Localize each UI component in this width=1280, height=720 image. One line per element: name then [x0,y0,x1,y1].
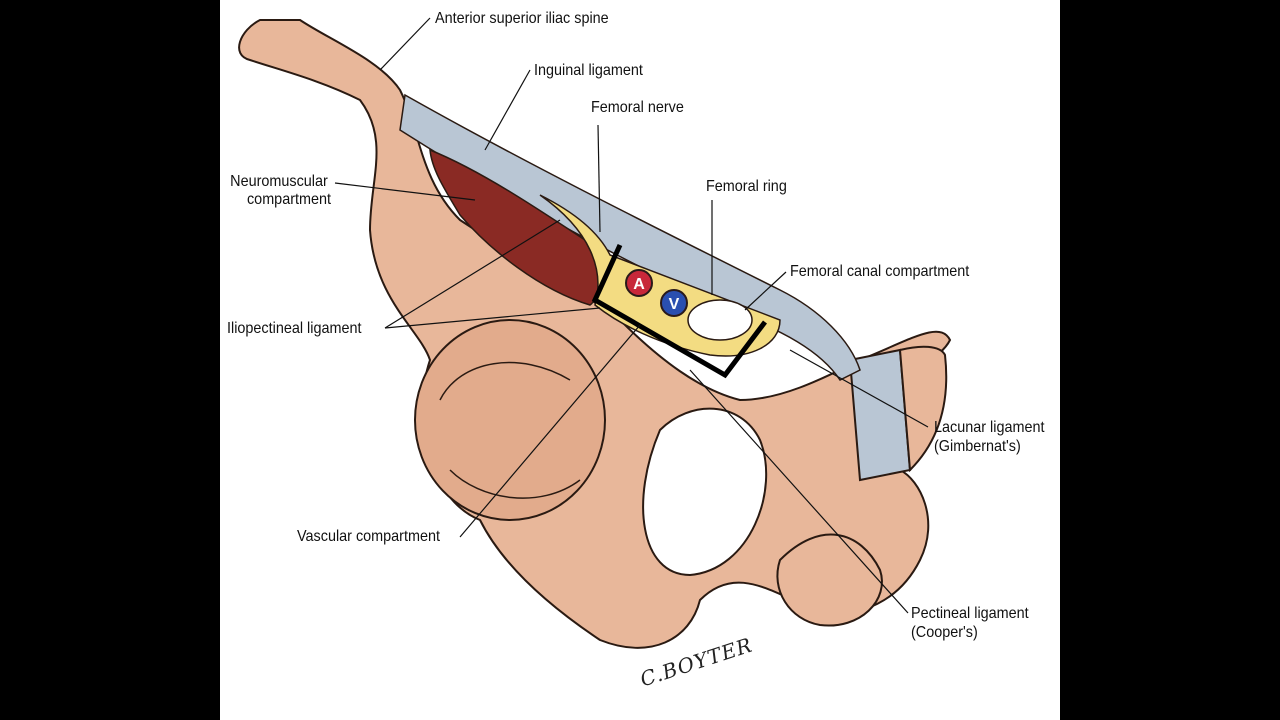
label-neuromuscular-2: compartment [246,191,332,208]
label-femoral-ring: Femoral ring [706,178,787,195]
label-vascular: Vascular compartment [297,528,440,545]
pelvis-illustration [238,17,952,649]
vascular-compartment-box [591,243,767,379]
diagram-canvas: A V Anterior superior iliac spine Inguin… [220,0,1060,720]
label-asis: Anterior superior iliac spine [435,10,609,27]
pointer-lines [334,17,929,614]
vein-badge: V [660,289,688,317]
acetabulum [414,319,606,521]
label-lacunar-1: Lacunar ligament [934,419,1045,436]
label-femoral-nerve: Femoral nerve [591,99,684,116]
artery-badge: A [625,269,653,297]
obturator-foramen [642,407,768,577]
label-femoral-canal: Femoral canal compartment [790,263,970,280]
label-iliopectineal: Iliopectineal ligament [227,320,362,337]
iliopsoas-muscle [429,148,603,306]
label-pectineal-1: Pectineal ligament [911,605,1029,622]
femoral-ring-opening [687,299,753,341]
label-lacunar-2: (Gimbernat's) [934,438,1021,455]
label-inguinal-ligament: Inguinal ligament [534,62,643,79]
label-pectineal-2: (Cooper's) [911,624,978,641]
label-neuromuscular-1: Neuromuscular [230,173,328,190]
